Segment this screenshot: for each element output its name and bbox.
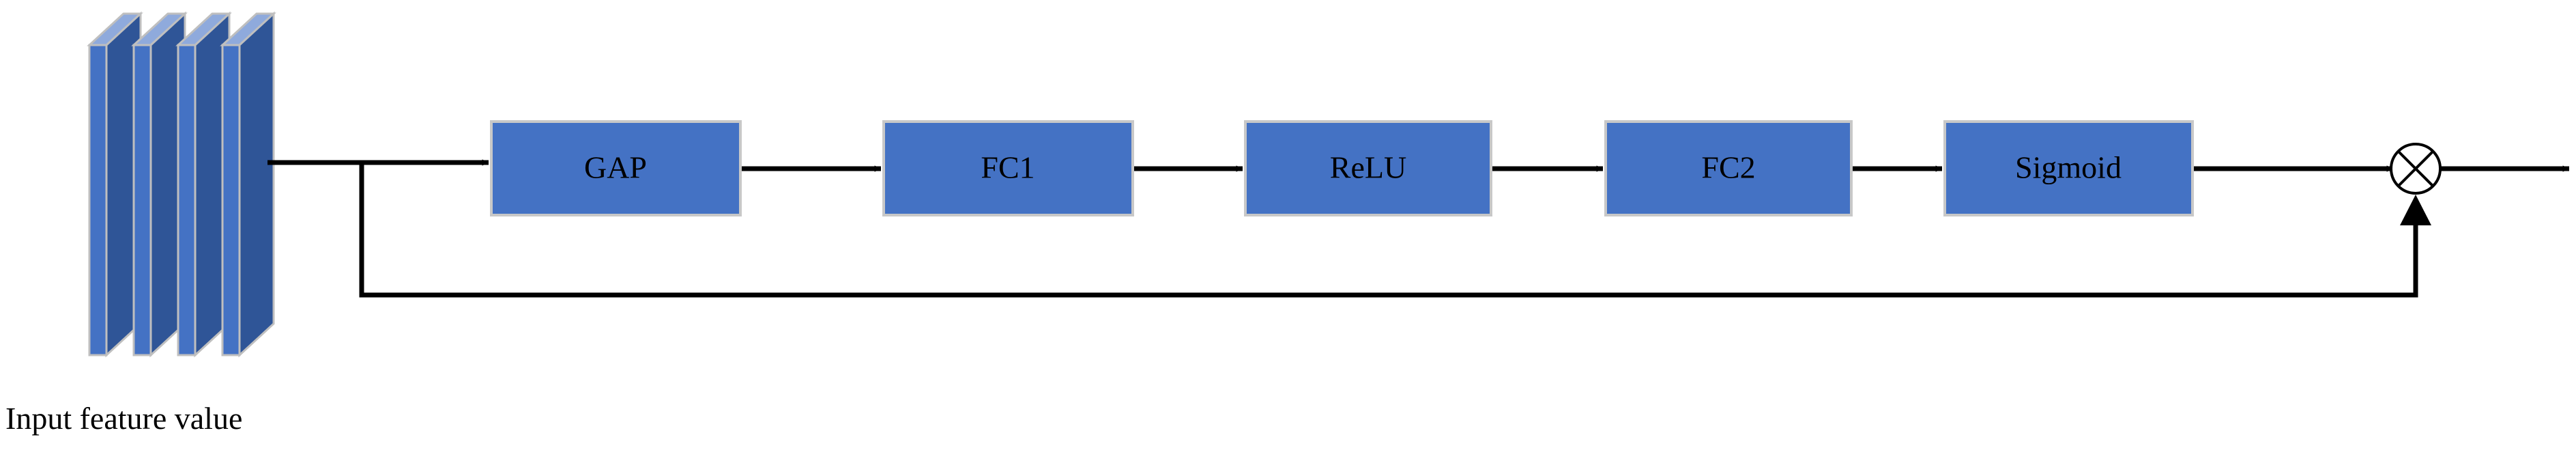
- block-relu-label: ReLU: [1330, 150, 1406, 185]
- block-fc1-label: FC1: [981, 150, 1034, 185]
- block-sigmoid[interactable]: Sigmoid: [1943, 120, 2194, 216]
- block-relu[interactable]: ReLU: [1244, 120, 1492, 216]
- multiply-operator-icon[interactable]: [2390, 143, 2442, 195]
- block-gap-label: GAP: [584, 150, 647, 185]
- block-fc1[interactable]: FC1: [882, 120, 1134, 216]
- input-feature-caption: Input feature value: [5, 401, 242, 436]
- skip-connection-arrowhead: [2400, 195, 2431, 225]
- block-fc2[interactable]: FC2: [1604, 120, 1853, 216]
- block-sigmoid-label: Sigmoid: [2015, 150, 2122, 185]
- feature-slab-4: [220, 11, 276, 358]
- edge-skip-connection: [359, 163, 2418, 298]
- input-feature-stack: [87, 11, 276, 358]
- block-gap[interactable]: GAP: [490, 120, 742, 216]
- block-fc2-label: FC2: [1701, 150, 1755, 185]
- feature-slab-2: [131, 11, 188, 358]
- feature-slab-3: [175, 11, 232, 358]
- feature-slab-1: [87, 11, 143, 358]
